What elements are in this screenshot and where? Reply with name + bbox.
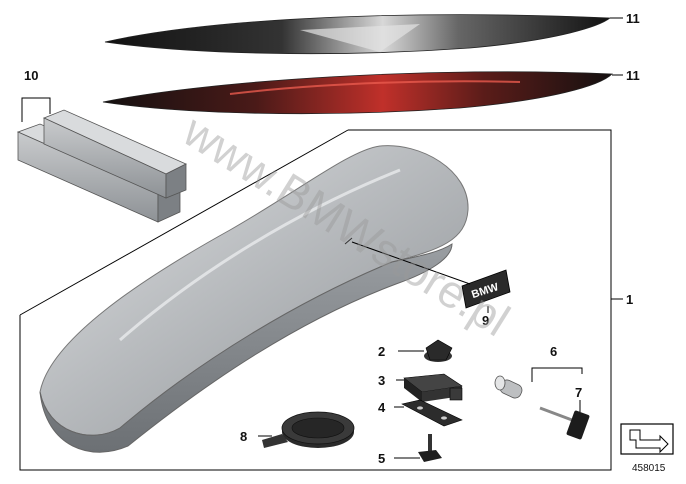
knob-part (424, 339, 453, 362)
callout-3: 3 (378, 373, 385, 388)
leader-6 (531, 367, 583, 382)
leader-10 (21, 97, 51, 122)
callout-11-top: 11 (626, 11, 640, 26)
callout-9: 9 (482, 313, 489, 328)
assembly-frame (19, 129, 612, 471)
callout-5: 5 (378, 451, 385, 466)
callout-8: 8 (240, 429, 247, 444)
mounting-rails (16, 109, 187, 223)
callout-2: 2 (378, 344, 385, 359)
leader-badge (351, 241, 471, 285)
roof-box (39, 145, 469, 453)
reference-number: 458015 (632, 463, 666, 474)
callout-7: 7 (575, 385, 582, 400)
bmw-badge: BMW (461, 269, 511, 309)
callout-1: 1 (626, 292, 633, 307)
key-part (539, 406, 590, 440)
clamp-part (403, 373, 463, 402)
callout-6: 6 (550, 344, 557, 359)
bolt-part (418, 434, 442, 462)
strap-part (262, 411, 355, 448)
decal-top (104, 14, 612, 55)
plate-part (401, 399, 463, 427)
callout-4: 4 (378, 400, 386, 415)
lock-cylinder (494, 375, 523, 399)
orientation-arrow-icon (620, 423, 674, 455)
decal-bottom (102, 71, 613, 115)
callout-10: 10 (24, 68, 38, 83)
callout-11-bottom: 11 (626, 68, 640, 83)
assembly-frame-diagonal (19, 129, 349, 316)
